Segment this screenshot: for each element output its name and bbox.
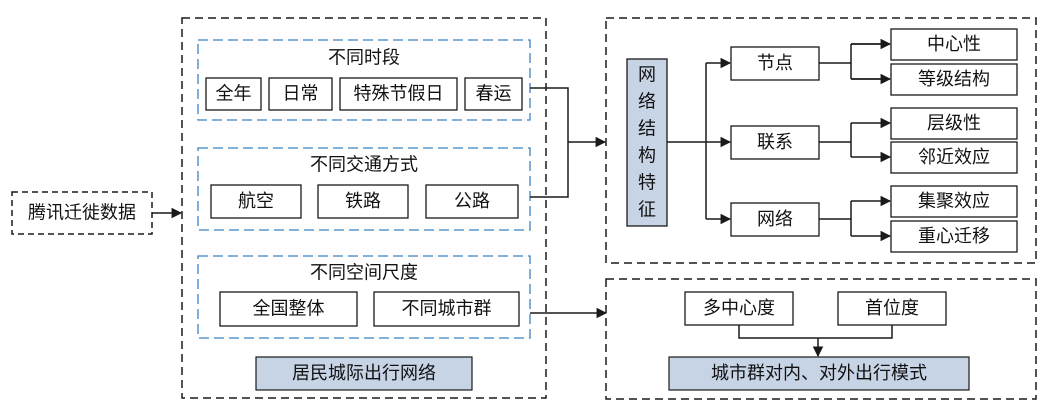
time-item-box: [339, 77, 458, 111]
structure-panel: [605, 17, 1037, 264]
source-label: 腾讯迁徙数据: [28, 203, 136, 224]
center-char: 络: [638, 92, 656, 113]
transport-item-label: 公路: [454, 191, 490, 212]
pattern-panel: [605, 278, 1037, 400]
structure-center-label: 网 络 结 构 特 征: [638, 65, 656, 221]
leaf-box: [890, 185, 1018, 218]
branch-label: 联系: [757, 132, 793, 153]
branch-box: [730, 46, 820, 81]
network-label-box: [255, 356, 473, 391]
time-item-label: 春运: [476, 84, 512, 105]
leaf-fork: [819, 43, 889, 80]
leaf-label: 层级性: [927, 113, 981, 134]
scale-group-frame: [197, 255, 531, 339]
pattern-merge-bracket: [738, 325, 893, 339]
leaf-box: [890, 28, 1018, 61]
leaf-fork: [819, 123, 852, 157]
pattern-input-label: 多中心度: [703, 298, 775, 319]
leaf-box: [890, 141, 1018, 174]
time-item-label: 特殊节假日: [354, 84, 444, 105]
branch-label: 网络: [757, 209, 793, 230]
center-char: 构: [638, 146, 656, 167]
scale-item-box: [219, 291, 358, 327]
center-char: 网: [638, 65, 656, 86]
time-item-box: [268, 77, 333, 111]
transport-item-box: [425, 184, 519, 219]
pattern-output-box: [668, 356, 970, 391]
network-label: 居民城际出行网络: [292, 363, 436, 384]
time-item-box: [464, 77, 523, 111]
transport-item-label: 航空: [238, 191, 274, 212]
pattern-input-box: [837, 291, 947, 326]
groups-merge-bracket: [530, 87, 569, 198]
pattern-output-label: 城市群对内、对外出行模式: [711, 363, 927, 384]
scale-item-box: [373, 291, 520, 327]
transport-item-box: [317, 184, 409, 219]
branch-label: 节点: [757, 53, 793, 74]
time-item-box: [205, 77, 262, 111]
time-item-label: 全年: [216, 84, 252, 105]
time-group: 不同时段 全年 日常 特殊节假日 春运: [197, 39, 531, 121]
branch-box: [730, 125, 820, 160]
branch-link: 联系: [730, 125, 820, 160]
source-node: 腾讯迁徙数据: [11, 191, 153, 235]
center-char: 特: [638, 173, 656, 194]
leaf-label: 重心迁移: [918, 226, 990, 247]
leaf-label: 等级结构: [918, 69, 990, 90]
leaf-label: 中心性: [927, 34, 981, 55]
transport-group: 不同交通方式 航空 铁路 公路: [197, 147, 531, 231]
pattern-input-box: [684, 291, 794, 326]
branch-network: 网络: [730, 202, 820, 237]
structure-center-box: [626, 58, 668, 227]
left-panel: [181, 17, 547, 399]
leaf-label: 邻近效应: [918, 147, 990, 168]
time-item-label: 日常: [283, 84, 319, 105]
transport-group-title: 不同交通方式: [310, 155, 418, 176]
scale-item-label: 全国整体: [253, 299, 325, 320]
leaf-fork: [819, 201, 852, 236]
scale-group: 不同空间尺度 全国整体 不同城市群: [197, 255, 531, 339]
time-group-frame: [197, 39, 531, 121]
leaf-label: 集聚效应: [918, 191, 990, 212]
source-box: [11, 191, 153, 235]
center-char: 征: [638, 200, 656, 221]
transport-group-frame: [197, 147, 531, 231]
pattern-input-label: 首位度: [865, 298, 919, 319]
transport-item-box: [210, 184, 302, 219]
time-group-title: 不同时段: [328, 48, 400, 69]
branch-node: 节点: [730, 46, 820, 81]
transport-item-label: 铁路: [345, 191, 381, 212]
scale-group-title: 不同空间尺度: [310, 263, 418, 284]
leaf-box: [890, 220, 1018, 253]
leaf-box: [890, 63, 1018, 96]
leaf-box: [890, 107, 1018, 140]
center-char: 结: [638, 119, 656, 140]
scale-item-label: 不同城市群: [402, 299, 492, 320]
